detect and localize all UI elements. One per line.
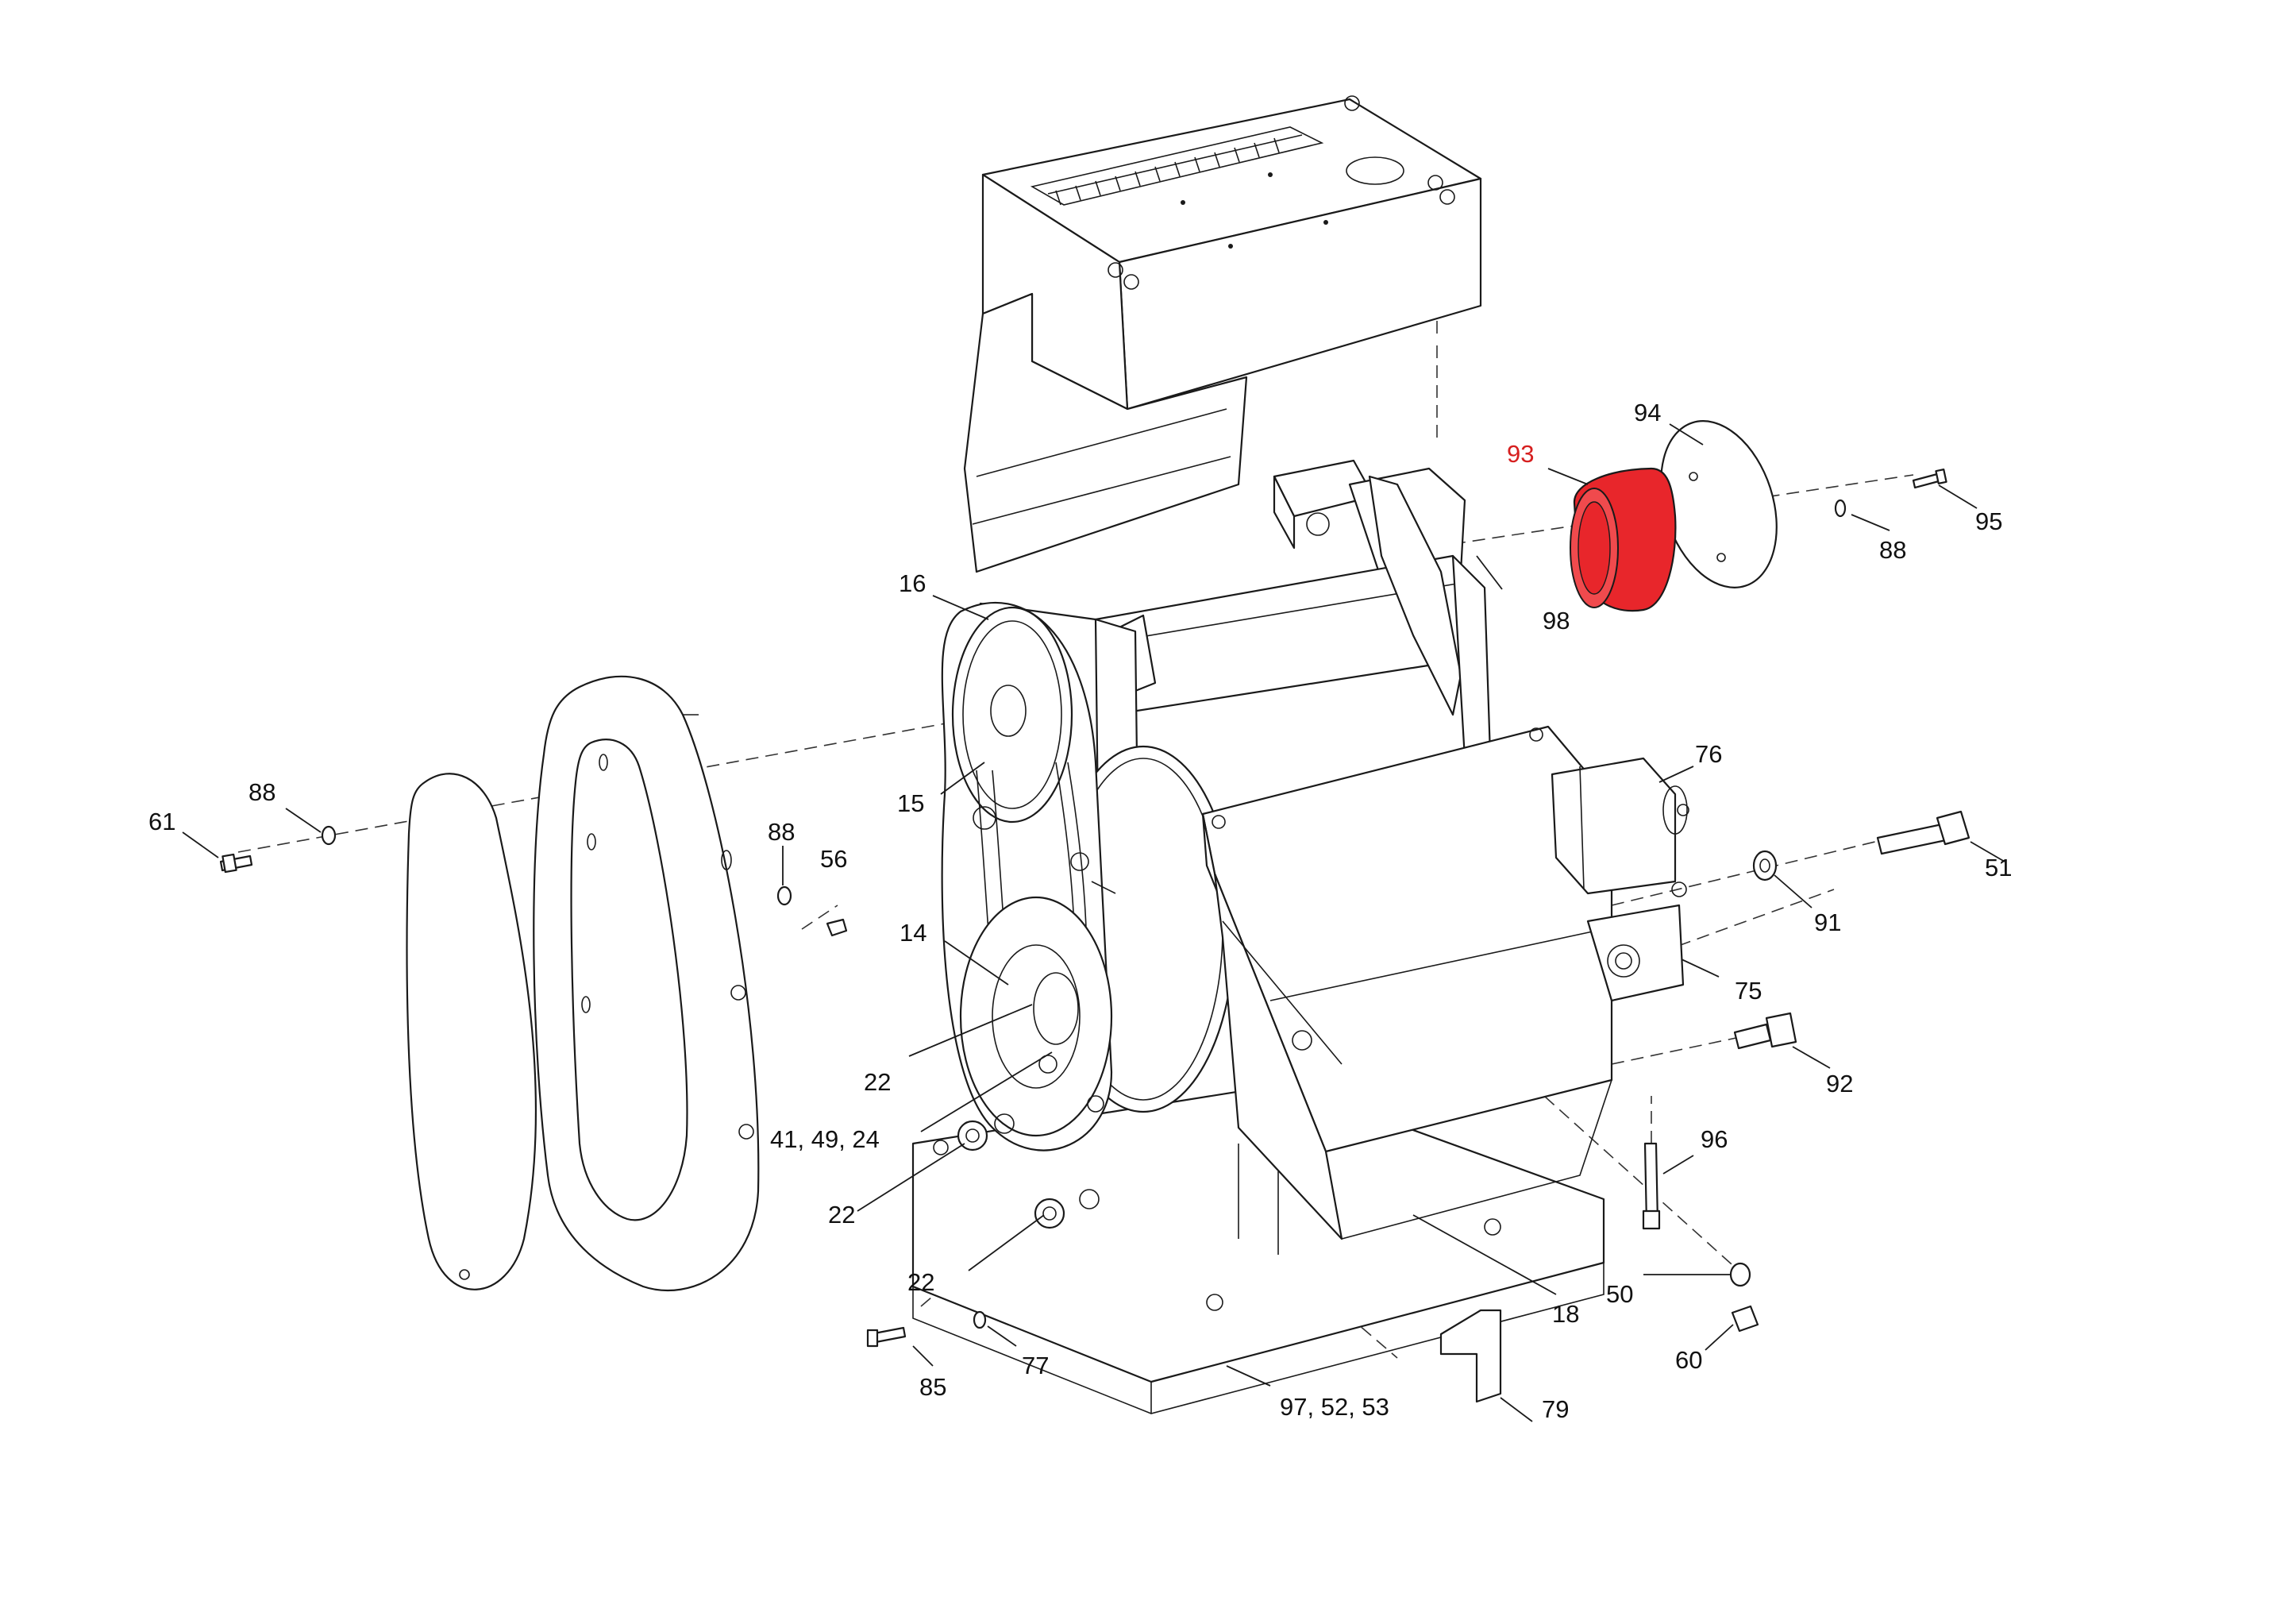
hardware-washer-77	[973, 1310, 987, 1329]
callout-15: 15	[897, 789, 924, 817]
hardware-washer-88-left	[321, 825, 337, 846]
callout-93-highlighted: 93	[1507, 440, 1534, 468]
hardware-bolt-85	[866, 1326, 907, 1348]
callout-91: 91	[1814, 908, 1841, 936]
callout-97-52-53: 97, 52, 53	[1280, 1393, 1389, 1421]
callout-96: 96	[1701, 1125, 1728, 1153]
hardware-screw-60	[1731, 1305, 1759, 1333]
callout-22-lower: 22	[907, 1268, 934, 1296]
hardware-bolt-95	[1912, 469, 1947, 489]
callout-88-mid: 88	[768, 818, 795, 846]
callout-50: 50	[1606, 1280, 1633, 1308]
callout-88-left: 88	[248, 778, 275, 806]
callout-88-right: 88	[1879, 536, 1906, 564]
callout-16: 16	[899, 569, 926, 597]
callout-75: 75	[1735, 977, 1762, 1005]
hardware-bolt-51	[1876, 810, 1970, 855]
hardware-bolt-96	[1642, 1142, 1661, 1230]
belt-drive	[941, 602, 1116, 1151]
callout-76: 76	[1695, 740, 1722, 768]
gearbox-housing	[1201, 725, 1613, 1255]
callout-22-middle: 22	[828, 1201, 855, 1229]
callout-18: 18	[1552, 1300, 1579, 1328]
hardware-fitting-92	[1733, 1012, 1797, 1050]
hopper-housing	[963, 95, 1482, 573]
belt-guard-cover	[406, 773, 537, 1290]
idler-studs	[957, 1113, 1100, 1229]
hydraulic-pump	[1551, 757, 1689, 1002]
hardware-washer-50	[1729, 1262, 1751, 1287]
callout-95: 95	[1975, 507, 2002, 535]
callout-41-49-24: 41, 49, 24	[770, 1125, 880, 1153]
callout-22-upper: 22	[864, 1068, 891, 1096]
upper-clamp-assembly	[1094, 459, 1470, 716]
callout-85: 85	[919, 1373, 946, 1401]
bracket-79	[1439, 1309, 1502, 1403]
hardware-washer-88-mid	[776, 885, 792, 906]
callout-51: 51	[1985, 854, 2012, 881]
callout-61: 61	[148, 808, 175, 835]
callout-14: 14	[900, 919, 926, 947]
callout-79: 79	[1542, 1395, 1569, 1423]
hardware-washer-91	[1752, 850, 1778, 881]
callout-77: 77	[1022, 1352, 1049, 1379]
hardware-screw-56	[826, 918, 848, 937]
hardware-washer-88-right	[1834, 499, 1847, 518]
callout-98: 98	[1543, 607, 1570, 635]
leader-lines	[182, 423, 2005, 1422]
callout-94: 94	[1634, 399, 1661, 426]
callout-60: 60	[1675, 1346, 1702, 1374]
callout-labels: 16 15 14 22 41, 49, 24 22 22 61 88 88 56…	[148, 399, 2012, 1423]
highlighted-ring-93	[1570, 467, 1677, 612]
callout-92: 92	[1826, 1070, 1853, 1097]
hardware-bolt-61	[219, 853, 253, 874]
belt-guard-frame	[533, 675, 760, 1292]
callout-56: 56	[820, 845, 847, 873]
